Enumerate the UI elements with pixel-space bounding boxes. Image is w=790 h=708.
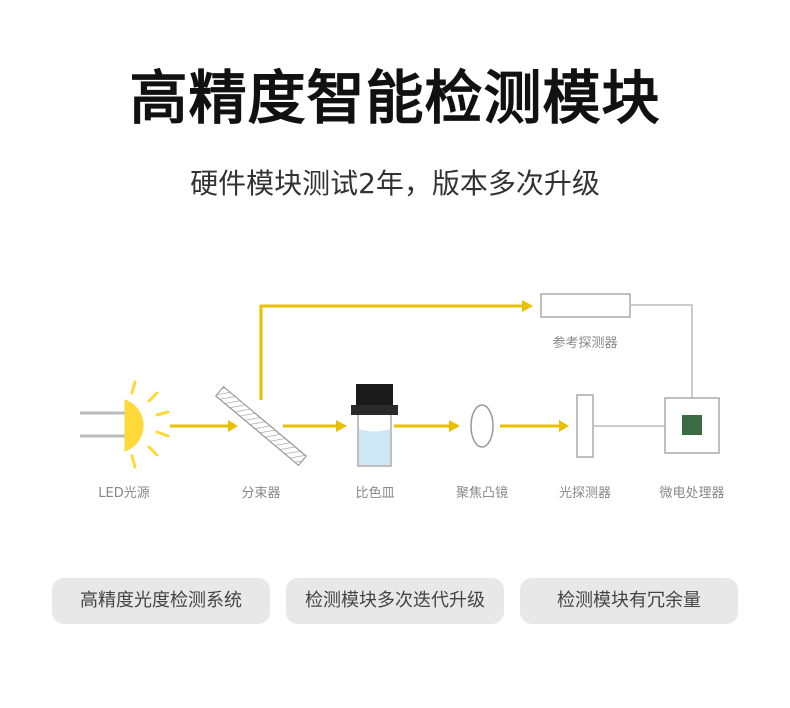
page-subtitle: 硬件模块测试2年，版本多次升级 xyxy=(190,167,600,200)
label-splitter: 分束器 xyxy=(241,486,280,501)
cuvette-icon xyxy=(351,384,398,467)
label-microprocessor: 微电处理器 xyxy=(659,486,724,501)
label-photodetector: 光探测器 xyxy=(559,486,611,501)
label-led: LED光源 xyxy=(98,486,149,501)
label-reference-detector: 参考探测器 xyxy=(552,335,617,351)
led-light-icon xyxy=(80,380,170,469)
label-cuvette: 比色皿 xyxy=(355,485,394,501)
convex-lens-icon xyxy=(470,404,494,448)
page-title: 高精度智能检测模块 xyxy=(129,64,661,132)
reference-detector-icon xyxy=(540,293,631,318)
photodetector-icon xyxy=(576,394,594,458)
label-lens: 聚焦凸镜 xyxy=(456,486,508,501)
feature-pill: 高精度光度检测系统 xyxy=(52,578,270,624)
beam-splitter-icon xyxy=(214,385,308,467)
microprocessor-icon xyxy=(664,397,720,454)
light-beam-paths xyxy=(170,300,569,432)
feature-pill: 检测模块多次迭代升级 xyxy=(286,578,504,624)
optical-path-diagram: LED光源 分束器 比色皿 聚焦凸镜 光探测器 微电处理器 参考探测器 xyxy=(80,293,725,501)
signal-wires xyxy=(594,304,693,427)
feature-pill: 检测模块有冗余量 xyxy=(520,578,738,624)
